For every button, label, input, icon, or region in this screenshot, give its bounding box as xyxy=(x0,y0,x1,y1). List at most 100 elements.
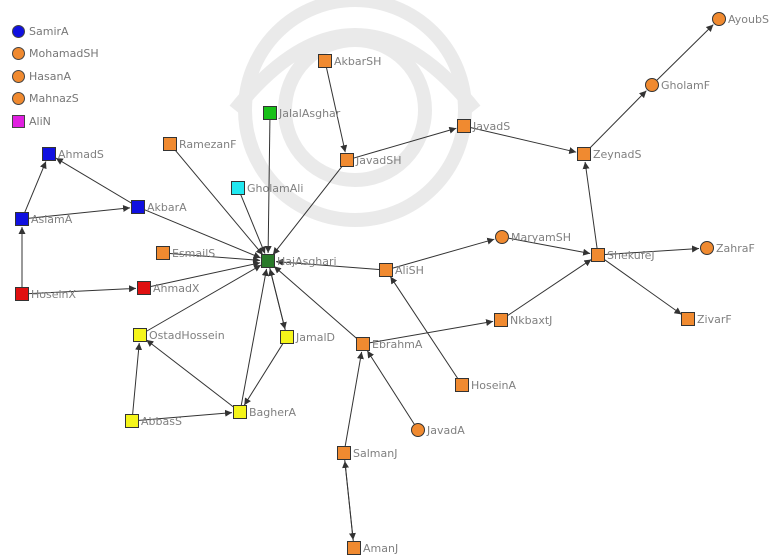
node-ZivarF[interactable]: ZivarF xyxy=(681,312,732,327)
node-label: AbbasS xyxy=(141,415,182,428)
node-label: JavadS xyxy=(472,120,510,133)
node-marker[interactable] xyxy=(261,254,275,268)
node-marker[interactable] xyxy=(347,541,361,555)
node-AbbasS[interactable]: AbbasS xyxy=(125,414,182,429)
legend-label: SamirA xyxy=(29,24,69,38)
node-marker[interactable] xyxy=(712,12,726,26)
legend-item: MohamadSH xyxy=(12,43,99,66)
node-marker[interactable] xyxy=(231,181,245,195)
node-JamalD[interactable]: JamalD xyxy=(280,330,335,345)
node-marker[interactable] xyxy=(340,153,354,167)
node-JavadA[interactable]: JavadA xyxy=(411,423,466,438)
edge-EbrahmA-NkbaxtJ xyxy=(369,319,494,344)
edge-ShekufeJ-ZeynadS xyxy=(582,161,598,249)
node-AhmadS[interactable]: AhmadS xyxy=(42,147,104,162)
node-label: AmanJ xyxy=(363,542,398,555)
node-HoseinA[interactable]: HoseinA xyxy=(455,378,517,393)
node-AkbarA[interactable]: AkbarA xyxy=(131,200,188,215)
edge-GholamAli-HajAsghari xyxy=(240,194,266,254)
node-marker[interactable] xyxy=(125,414,139,428)
node-AkbarSH[interactable]: AkbarSH xyxy=(318,54,382,69)
node-MaryamSH[interactable]: MaryamSH xyxy=(495,230,571,245)
edge-HajAsghari-JamalD xyxy=(269,267,287,330)
legend-swatch xyxy=(12,92,25,106)
node-EsmailS[interactable]: EsmailS xyxy=(156,246,216,261)
node-ZeynadS[interactable]: ZeynadS xyxy=(577,147,642,162)
node-OstadHossein[interactable]: OstadHossein xyxy=(133,328,225,343)
node-label: MaryamSH xyxy=(511,231,571,244)
node-marker[interactable] xyxy=(681,312,695,326)
edge-AmanJ-SalmanJ xyxy=(342,460,354,542)
edge-NkbaxtJ-ShekufeJ xyxy=(506,259,592,317)
edge-JamalD-BagherA xyxy=(243,342,284,406)
node-GholamAli[interactable]: GholamAli xyxy=(231,181,304,196)
node-AliSH[interactable]: AliSH xyxy=(379,263,424,278)
legend-swatch xyxy=(12,69,25,83)
node-marker[interactable] xyxy=(131,200,145,214)
node-AslamA[interactable]: AslamA xyxy=(15,212,73,227)
node-marker[interactable] xyxy=(379,263,393,277)
node-marker[interactable] xyxy=(42,147,56,161)
node-GholamF[interactable]: GholamF xyxy=(645,78,711,93)
node-label: AhmadX xyxy=(153,282,200,295)
node-BagherA[interactable]: BagherA xyxy=(233,405,297,420)
node-marker[interactable] xyxy=(137,281,151,295)
node-marker[interactable] xyxy=(411,423,425,437)
node-AhmadX[interactable]: AhmadX xyxy=(137,281,200,296)
edge-AliSH-MaryamSH xyxy=(392,237,495,269)
node-marker[interactable] xyxy=(163,137,177,151)
node-HajAsghari[interactable]: HajAsghari xyxy=(261,254,337,269)
node-marker[interactable] xyxy=(495,230,509,244)
node-marker[interactable] xyxy=(700,241,714,255)
edge-AbbasS-OstadHossein xyxy=(132,342,143,415)
node-ShekufeJ[interactable]: ShekufeJ xyxy=(591,248,655,263)
edge-HoseinA-AliSH xyxy=(389,276,459,380)
node-JavadSH[interactable]: JavadSH xyxy=(340,153,402,168)
node-marker[interactable] xyxy=(156,246,170,260)
node-marker[interactable] xyxy=(280,330,294,344)
node-label: ZahraF xyxy=(716,242,755,255)
node-marker[interactable] xyxy=(494,313,508,327)
node-marker[interactable] xyxy=(457,119,471,133)
edge-BagherA-HajAsghari xyxy=(240,268,269,406)
node-marker[interactable] xyxy=(337,446,351,460)
edge-SalmanJ-EbrahmA xyxy=(344,351,364,447)
node-marker[interactable] xyxy=(318,54,332,68)
node-label: ZeynadS xyxy=(593,148,642,161)
node-marker[interactable] xyxy=(133,328,147,342)
edge-HoseinX-AhmadX xyxy=(28,285,137,295)
node-label: RamezanF xyxy=(179,138,236,151)
node-marker[interactable] xyxy=(591,248,605,262)
node-RamezanF[interactable]: RamezanF xyxy=(163,137,237,152)
node-marker[interactable] xyxy=(15,212,29,226)
node-marker[interactable] xyxy=(455,378,469,392)
node-HoseinX[interactable]: HoseinX xyxy=(15,287,77,302)
node-label: AkbarSH xyxy=(334,55,381,68)
node-marker[interactable] xyxy=(645,78,659,92)
node-AyoubS[interactable]: AyoubS xyxy=(712,12,769,27)
node-EbrahmA[interactable]: EbrahmA xyxy=(356,337,423,352)
legend-swatch xyxy=(12,47,25,61)
node-marker[interactable] xyxy=(263,106,277,120)
node-SalmanJ[interactable]: SalmanJ xyxy=(337,446,398,461)
edge-JavadS-ZeynadS xyxy=(470,127,577,154)
edge-AslamA-AkbarA xyxy=(28,205,131,219)
node-marker[interactable] xyxy=(233,405,247,419)
node-label: EsmailS xyxy=(172,247,215,260)
edge-MaryamSH-ShekufeJ xyxy=(508,237,591,256)
edge-ShekufeJ-ZahraF xyxy=(604,245,700,256)
node-JavadS[interactable]: JavadS xyxy=(457,119,511,134)
node-NkbaxtJ[interactable]: NkbaxtJ xyxy=(494,313,553,328)
legend-item: SamirA xyxy=(12,20,99,43)
node-ZahraF[interactable]: ZahraF xyxy=(700,241,755,256)
node-AmanJ[interactable]: AmanJ xyxy=(347,541,399,555)
node-marker[interactable] xyxy=(577,147,591,161)
nodes-layer: HajAsghari AhmadS AslamA AkbarA HoseinX Ahmad… xyxy=(15,12,769,555)
legend-swatch xyxy=(12,24,25,38)
edge-AkbarSH-JavadSH xyxy=(326,67,348,153)
node-marker[interactable] xyxy=(356,337,370,351)
node-JalalAsghar[interactable]: JalalAsghar xyxy=(263,106,341,121)
node-marker[interactable] xyxy=(15,287,29,301)
edge-AkbarA-HajAsghari xyxy=(144,209,261,259)
